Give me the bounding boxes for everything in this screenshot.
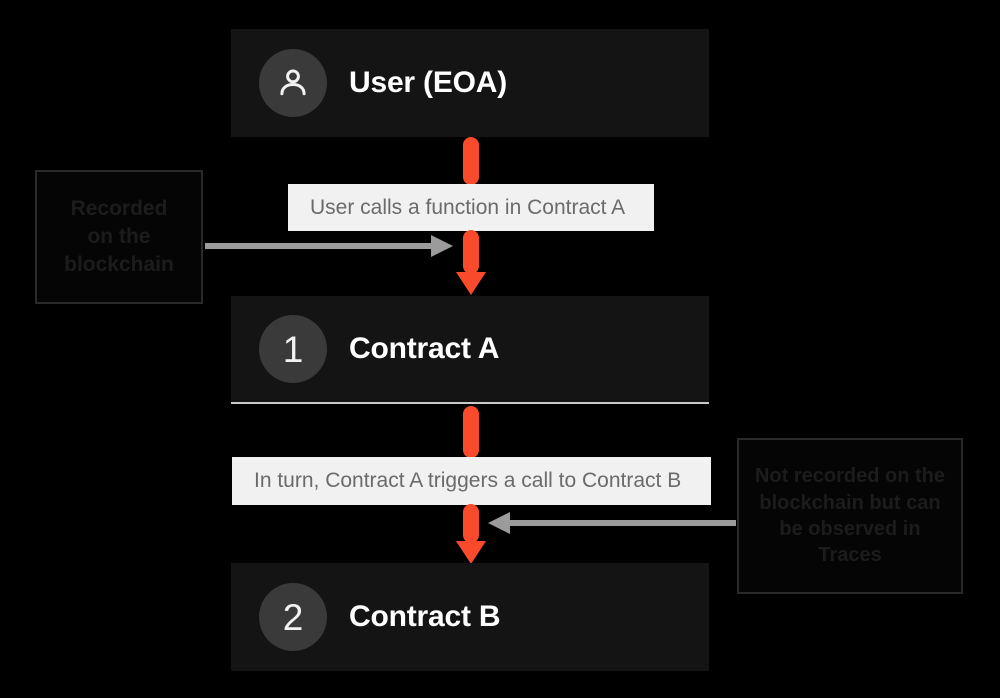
annotation-arrow-not-recorded <box>488 512 736 534</box>
annotation-line: blockchain <box>64 252 174 276</box>
connector-label-text: In turn, Contract A triggers a call to C… <box>254 469 682 492</box>
arrow-user-to-label1 <box>463 137 479 185</box>
annotation-line: Not recorded on the <box>754 465 945 488</box>
node-contract-a[interactable]: 1 Contract A <box>231 296 709 404</box>
connector-label-text: User calls a function in Contract A <box>310 195 626 219</box>
step-number-text: 2 <box>282 596 304 638</box>
annotation-text: Recorded on the blockchain <box>64 195 174 278</box>
arrow-head-icon <box>456 272 486 295</box>
annotation-line: Traces <box>818 544 882 567</box>
node-user-label: User (EOA) <box>349 66 508 99</box>
annotation-line: be observed in <box>779 518 921 540</box>
connector-label-call-1: User calls a function in Contract A <box>288 184 654 231</box>
person-icon <box>259 49 327 117</box>
step-number-badge: 1 <box>259 315 327 383</box>
annotation-line: on the <box>87 225 151 249</box>
arrow-head-icon <box>456 541 486 564</box>
arrow-shaft <box>463 230 479 274</box>
node-user[interactable]: User (EOA) <box>231 29 709 137</box>
annotation-line: blockchain but can <box>759 491 941 514</box>
node-contract-b-label: Contract B <box>349 600 501 633</box>
arrow-shaft <box>463 406 479 458</box>
arrow-shaft <box>205 243 433 249</box>
arrow-head-icon <box>488 512 510 534</box>
step-number-badge: 2 <box>259 583 327 651</box>
arrow-shaft <box>463 137 479 185</box>
arrow-contract-a-to-label2 <box>463 406 479 458</box>
annotation-not-recorded: Not recorded on the blockchain but can b… <box>737 438 963 594</box>
annotation-line: Recorded <box>70 197 168 221</box>
arrow-head-icon <box>431 235 453 257</box>
connector-label-call-2: In turn, Contract A triggers a call to C… <box>232 457 711 505</box>
arrow-shaft <box>463 504 479 543</box>
annotation-text: Not recorded on the blockchain but can b… <box>755 463 945 569</box>
arrow-shaft <box>508 520 736 526</box>
step-number-text: 1 <box>282 328 304 370</box>
annotation-recorded: Recorded on the blockchain <box>35 170 203 304</box>
arrow-label2-to-contract-b <box>456 504 486 566</box>
annotation-arrow-recorded <box>205 235 453 257</box>
node-contract-b[interactable]: 2 Contract B <box>231 563 709 671</box>
node-contract-a-label: Contract A <box>349 332 500 365</box>
arrow-label1-to-contract-a <box>456 230 486 298</box>
